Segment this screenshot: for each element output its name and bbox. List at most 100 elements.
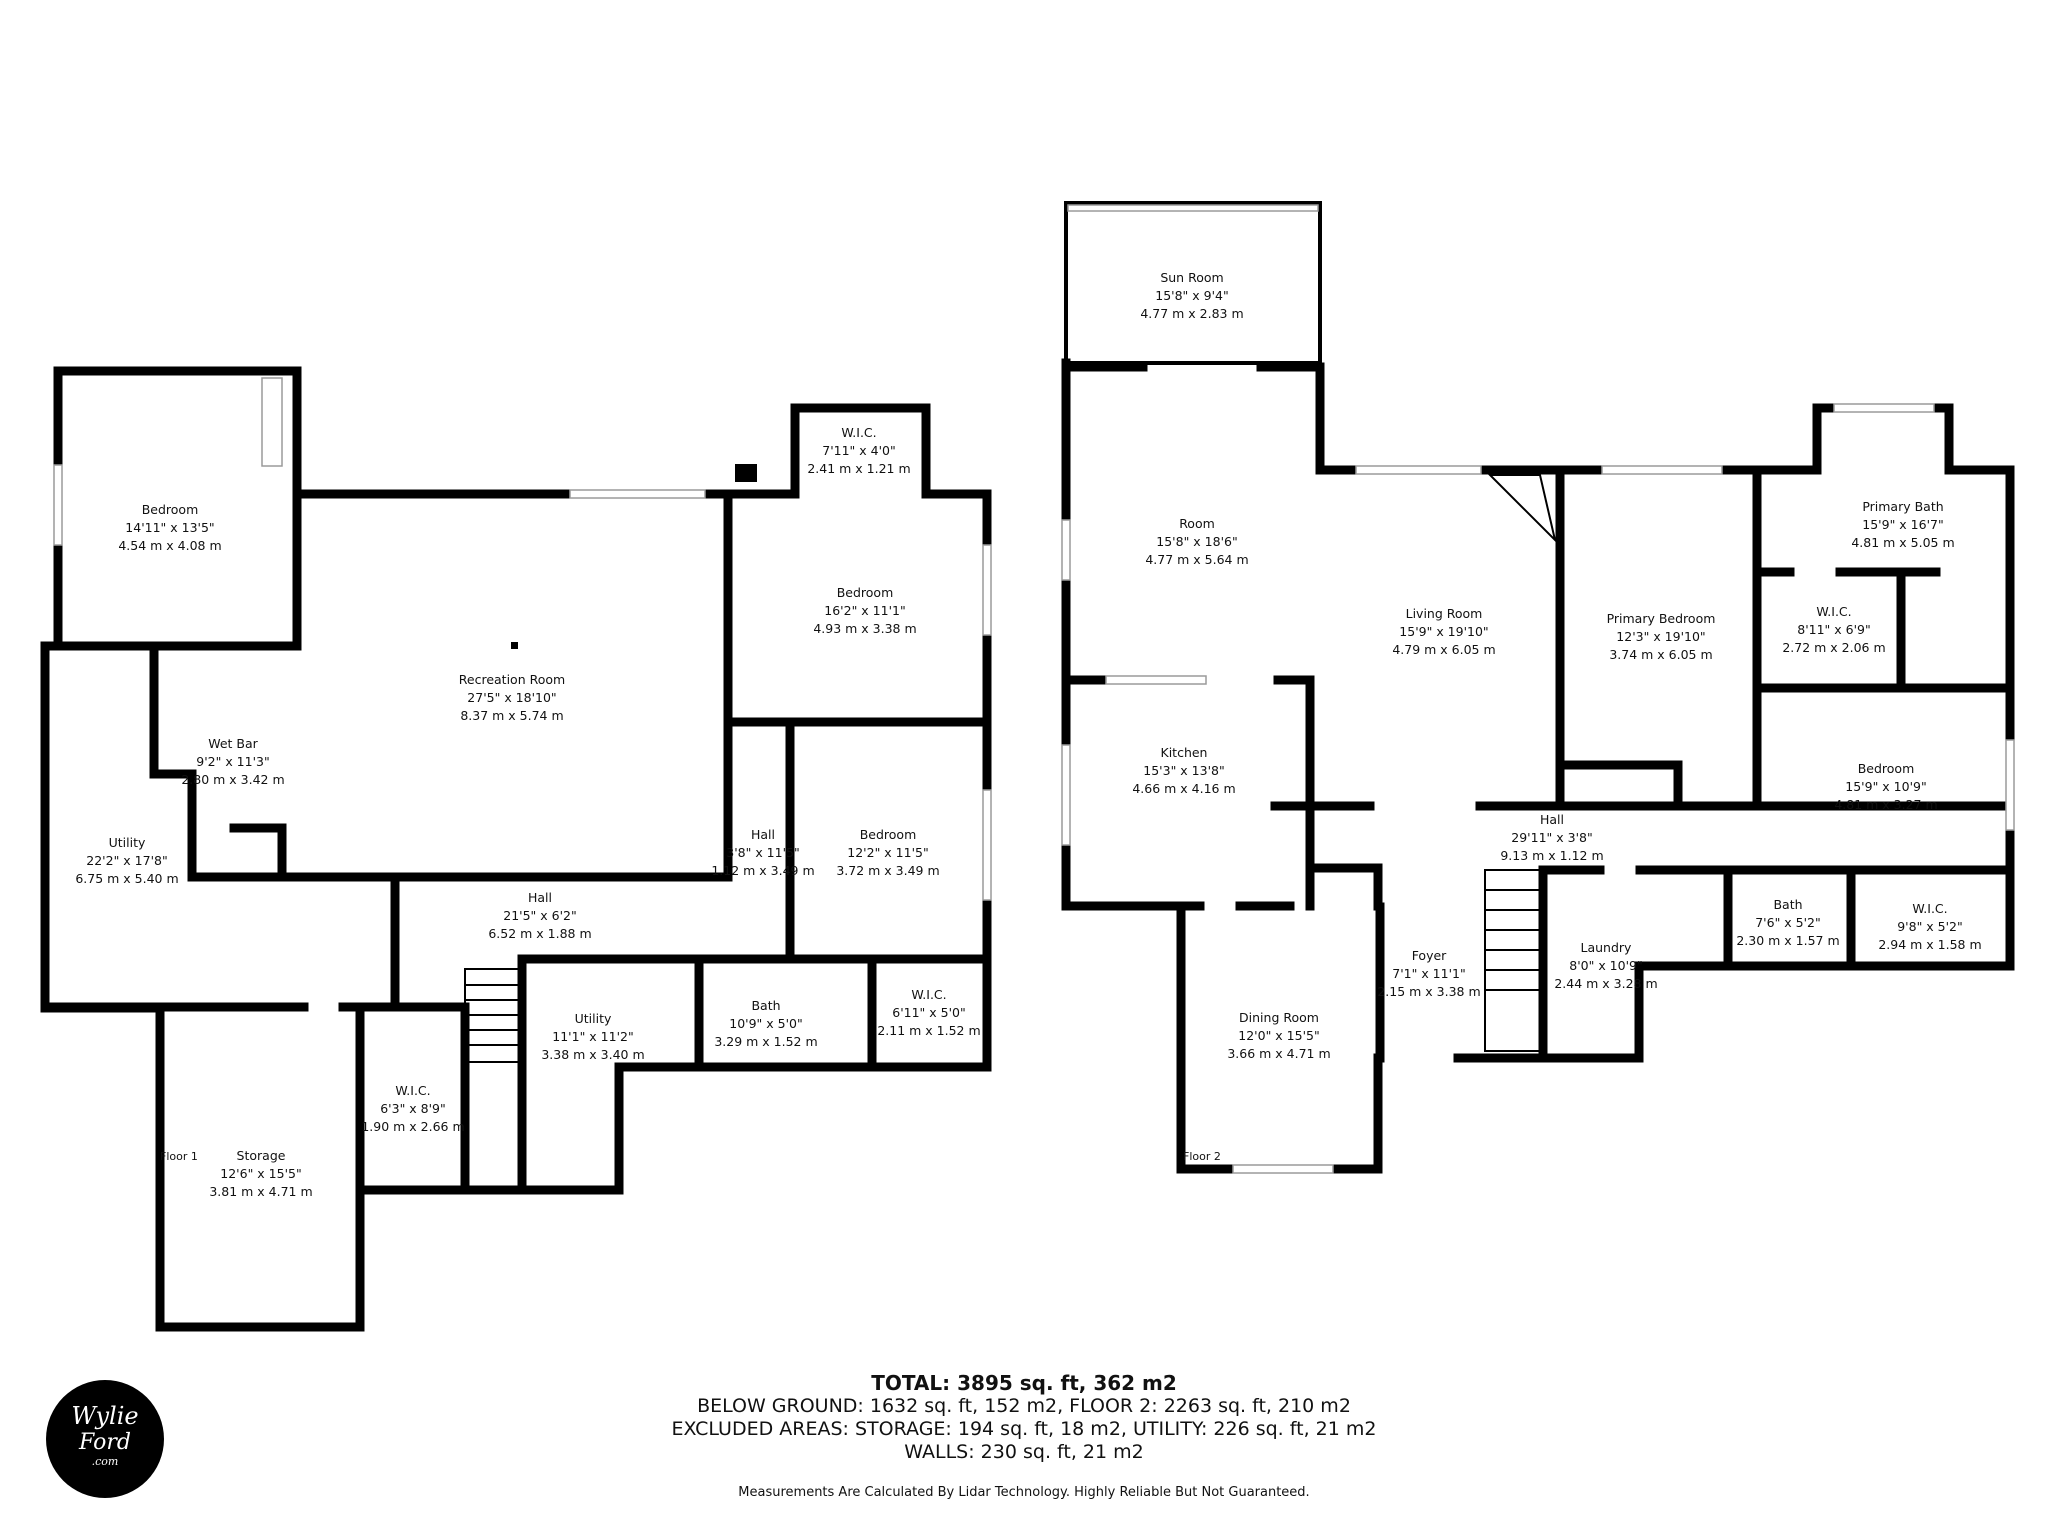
room-imperial: 10'9" x 5'0" <box>729 1016 802 1031</box>
room-label: W.I.C. 8'11" x 6'9" 2.72 m x 2.06 m <box>1782 604 1885 655</box>
room-name: Bedroom <box>860 827 917 842</box>
room-name: Foyer <box>1412 948 1447 963</box>
room-name: Room <box>1179 516 1215 531</box>
wall-area: WALLS: 230 sq. ft, 21 m2 <box>904 1441 1144 1463</box>
room-name: Primary Bath <box>1862 499 1943 514</box>
room-imperial: 22'2" x 17'8" <box>86 853 167 868</box>
room-label: Room 15'8" x 18'6" 4.77 m x 5.64 m <box>1145 516 1248 567</box>
room-name: W.I.C. <box>395 1083 430 1098</box>
room-metric: 3.81 m x 4.71 m <box>209 1184 312 1199</box>
room-imperial: 7'11" x 4'0" <box>822 443 895 458</box>
floor-2-label: Floor 2 <box>1183 1150 1221 1163</box>
room-name: Sun Room <box>1160 270 1223 285</box>
room-label: W.I.C. 6'3" x 8'9" 1.90 m x 2.66 m <box>361 1083 464 1134</box>
room-name: Utility <box>109 835 146 850</box>
room-name: Bedroom <box>1858 761 1915 776</box>
total-area: TOTAL: 3895 sq. ft, 362 m2 <box>871 1371 1177 1395</box>
room-metric: 3.74 m x 6.05 m <box>1609 647 1712 662</box>
room-name: Wet Bar <box>208 736 258 751</box>
room-metric: 2.15 m x 3.38 m <box>1377 984 1480 999</box>
room-metric: 2.72 m x 2.06 m <box>1782 640 1885 655</box>
excluded-areas: EXCLUDED AREAS: STORAGE: 194 sq. ft, 18 … <box>671 1418 1377 1440</box>
room-name: Utility <box>575 1011 612 1026</box>
room-name: W.I.C. <box>1816 604 1851 619</box>
floor-areas: BELOW GROUND: 1632 sq. ft, 152 m2, FLOOR… <box>697 1395 1351 1417</box>
room-metric: 3.72 m x 3.49 m <box>836 863 939 878</box>
room-name: W.I.C. <box>841 425 876 440</box>
room-label: Kitchen 15'3" x 13'8" 4.66 m x 4.16 m <box>1132 745 1235 796</box>
floor-1-label: Floor 1 <box>160 1150 198 1163</box>
brand-logo: Wylie Ford .com <box>46 1380 164 1498</box>
room-label: Bath 7'6" x 5'2" 2.30 m x 1.57 m <box>1736 897 1839 948</box>
room-imperial: 11'1" x 11'2" <box>552 1029 633 1044</box>
room-name: Laundry <box>1581 940 1633 955</box>
room-imperial: 6'11" x 5'0" <box>892 1005 965 1020</box>
room-metric: 2.94 m x 1.58 m <box>1878 937 1981 952</box>
room-imperial: 9'2" x 11'3" <box>196 754 269 769</box>
room-metric: 2.11 m x 1.52 m <box>877 1023 980 1038</box>
room-metric: 3.66 m x 4.71 m <box>1227 1046 1330 1061</box>
room-imperial: 29'11" x 3'8" <box>1511 830 1592 845</box>
room-metric: 4.77 m x 5.64 m <box>1145 552 1248 567</box>
room-imperial: 14'11" x 13'5" <box>125 520 214 535</box>
room-label: W.I.C. 6'11" x 5'0" 2.11 m x 1.52 m <box>877 987 980 1038</box>
room-label: Hall 29'11" x 3'8" 9.13 m x 1.12 m <box>1500 812 1603 863</box>
room-metric: 2.41 m x 1.21 m <box>807 461 910 476</box>
room-imperial: 15'9" x 10'9" <box>1845 779 1926 794</box>
room-name: Living Room <box>1406 606 1483 621</box>
room-imperial: 9'8" x 5'2" <box>1897 919 1963 934</box>
room-imperial: 8'0" x 10'9" <box>1569 958 1642 973</box>
floor-2-walls <box>1061 201 2015 1174</box>
disclaimer: Measurements Are Calculated By Lidar Tec… <box>738 1485 1310 1500</box>
room-metric: 2.80 m x 3.42 m <box>181 772 284 787</box>
room-metric: 3.38 m x 3.40 m <box>541 1047 644 1062</box>
room-metric: 6.75 m x 5.40 m <box>75 871 178 886</box>
room-metric: 9.13 m x 1.12 m <box>1500 848 1603 863</box>
room-name: Dining Room <box>1239 1010 1319 1025</box>
room-metric: 4.54 m x 4.08 m <box>118 538 221 553</box>
room-name: Hall <box>751 827 775 842</box>
room-metric: 1.12 m x 3.49 m <box>711 863 814 878</box>
room-name: Hall <box>528 890 552 905</box>
room-metric: 2.30 m x 1.57 m <box>1736 933 1839 948</box>
room-imperial: 15'9" x 16'7" <box>1862 517 1943 532</box>
room-imperial: 3'8" x 11'5" <box>726 845 799 860</box>
room-label: Hall 3'8" x 11'5" 1.12 m x 3.49 m <box>711 827 814 878</box>
room-metric: 1.90 m x 2.66 m <box>361 1119 464 1134</box>
room-imperial: 7'6" x 5'2" <box>1755 915 1821 930</box>
room-name: Bath <box>1773 897 1802 912</box>
room-imperial: 15'3" x 13'8" <box>1143 763 1224 778</box>
logo-line-1: Wylie <box>71 1402 139 1430</box>
room-imperial: 6'3" x 8'9" <box>380 1101 446 1116</box>
room-name: Primary Bedroom <box>1607 611 1716 626</box>
room-imperial: 8'11" x 6'9" <box>1797 622 1870 637</box>
floor-1-labels: Bedroom 14'11" x 13'5" 4.54 m x 4.08 m Recr… <box>75 425 980 1199</box>
room-imperial: 15'8" x 18'6" <box>1156 534 1237 549</box>
room-imperial: 12'6" x 15'5" <box>220 1166 301 1181</box>
room-metric: 4.66 m x 4.16 m <box>1132 781 1235 796</box>
room-label: Utility 11'1" x 11'2" 3.38 m x 3.40 m <box>541 1011 644 1062</box>
room-label: W.I.C. 9'8" x 5'2" 2.94 m x 1.58 m <box>1878 901 1981 952</box>
logo-line-2: Ford <box>79 1430 131 1455</box>
room-imperial: 15'9" x 19'10" <box>1399 624 1488 639</box>
room-name: Hall <box>1540 812 1564 827</box>
room-name: W.I.C. <box>911 987 946 1002</box>
room-name: Bedroom <box>837 585 894 600</box>
room-label: W.I.C. 7'11" x 4'0" 2.41 m x 1.21 m <box>807 425 910 476</box>
room-metric: 8.37 m x 5.74 m <box>460 708 563 723</box>
room-name: Kitchen <box>1161 745 1208 760</box>
room-metric: 3.29 m x 1.52 m <box>714 1034 817 1049</box>
room-name: W.I.C. <box>1912 901 1947 916</box>
